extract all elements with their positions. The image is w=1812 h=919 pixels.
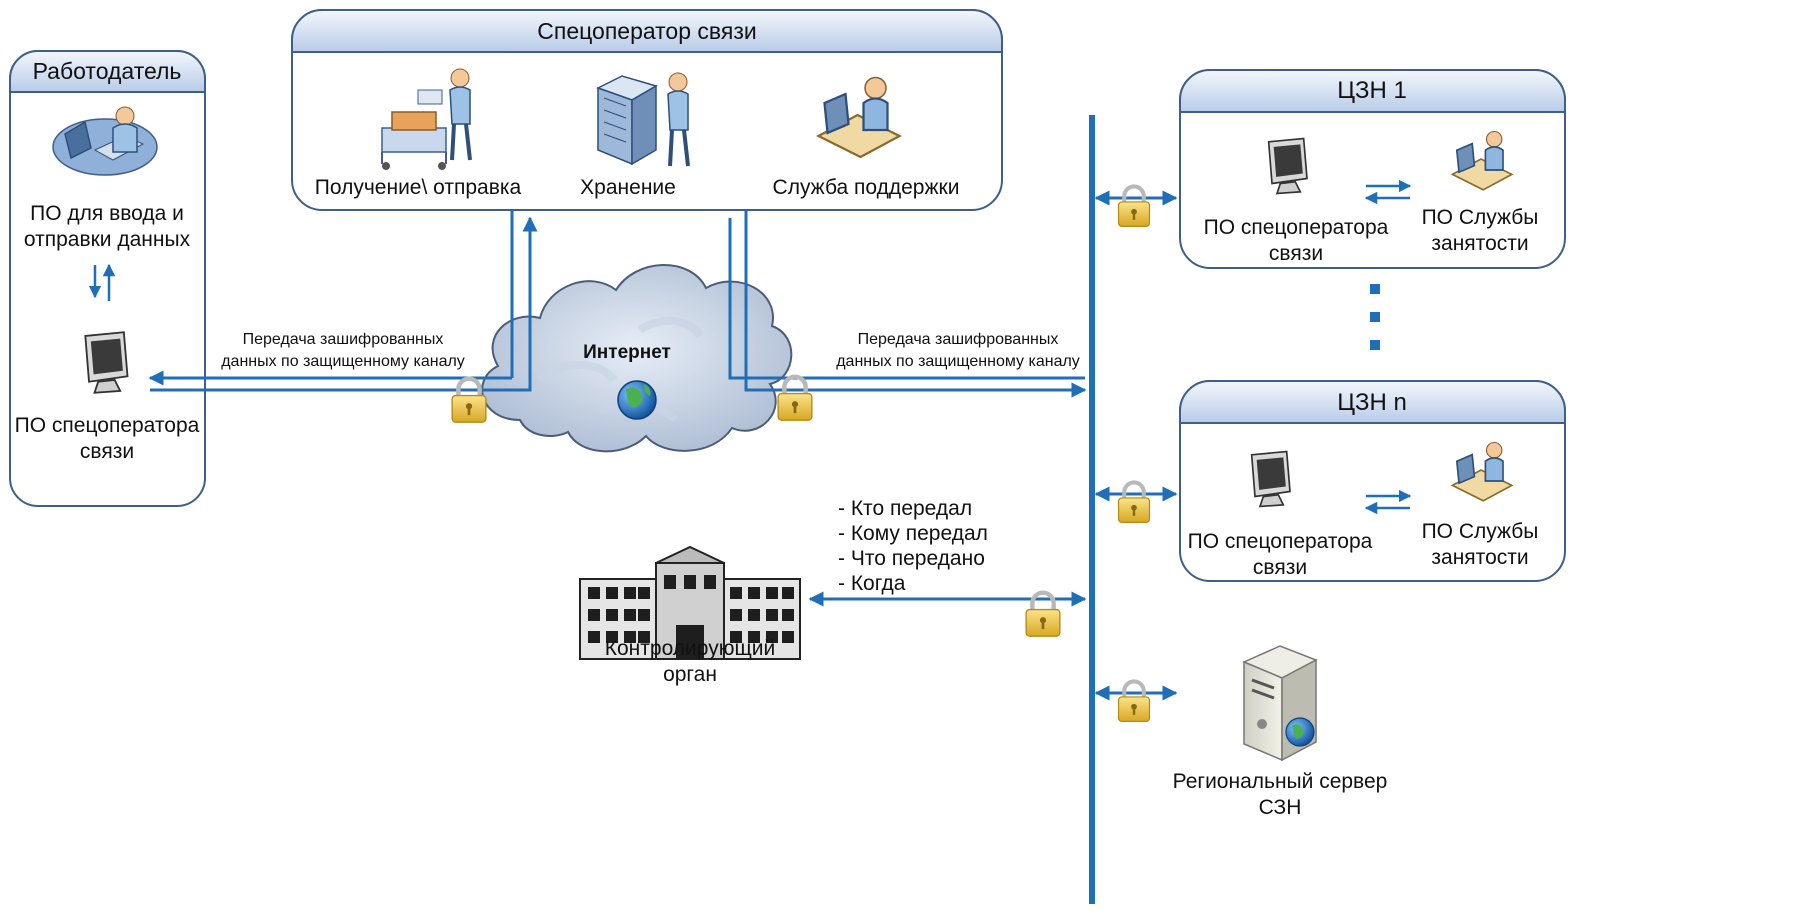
employer-operator-sw-label-2: связи	[80, 440, 134, 463]
storage-label: Хранение	[580, 176, 676, 199]
internet-label: Интернет	[583, 342, 671, 363]
lock-icon-czn-n	[1119, 482, 1150, 522]
czn-n-exchange-arrows	[1364, 489, 1412, 515]
receive-send-label: Получение\ отправка	[315, 176, 522, 199]
czn1-operator-sw-label: ПО спецоператора	[1204, 216, 1389, 239]
receive-send-icon	[381, 68, 472, 170]
right-channel-label-2: данных по защищенному каналу	[836, 353, 1080, 370]
more-centers-ellipsis	[1370, 284, 1380, 350]
operator-title: Спецоператор связи	[537, 18, 756, 44]
czn1-panel: ЦЗН 1	[1179, 69, 1566, 269]
audit-list: - Кто передал - Кому передал - Что перед…	[838, 497, 988, 595]
czn-n-title: ЦЗН n	[1337, 389, 1407, 416]
lock-icon-regional-server	[1119, 681, 1150, 721]
czn1-exchange-arrows	[1364, 179, 1412, 205]
globe-icon	[617, 380, 657, 420]
czn1-title: ЦЗН 1	[1337, 77, 1407, 104]
control-body-label: Контролирующий	[605, 637, 775, 660]
czn-n-operator-sw-label: ПО спецоператора	[1188, 530, 1373, 553]
lock-icon-left-channel	[452, 379, 486, 423]
lock-icon-czn1	[1119, 186, 1150, 226]
czn-n-panel: ЦЗН n	[1179, 380, 1566, 582]
employer-software-label: ПО для ввода и	[30, 202, 184, 225]
czn-n-service-sw-label-2: занятости	[1431, 546, 1528, 569]
right-channel-label: Передача зашифрованных	[858, 331, 1059, 348]
left-channel-lines	[148, 210, 538, 392]
control-body-label-2: орган	[663, 663, 717, 686]
audit-item: - Кому передал	[838, 522, 988, 545]
employer-workstation-icon	[52, 106, 158, 176]
left-channel-label-2: данных по защищенному каналу	[221, 353, 465, 370]
audit-item: - Кто передал	[838, 497, 972, 520]
control-body-building-icon	[579, 545, 801, 660]
audit-item: - Что передано	[838, 547, 985, 570]
left-channel-label: Передача зашифрованных	[243, 331, 444, 348]
regional-server-label-2: СЗН	[1259, 796, 1302, 819]
audit-item: - Когда	[838, 572, 906, 595]
czn1-operator-sw-label-2: связи	[1269, 242, 1323, 265]
czn-n-service-sw-label: ПО Службы	[1422, 520, 1539, 543]
employer-exchange-arrows	[88, 263, 116, 301]
employer-title: Работодатель	[33, 58, 182, 84]
regional-server-icon	[1242, 645, 1318, 762]
czn1-service-sw-label-2: занятости	[1431, 232, 1528, 255]
regional-server-label: Региональный сервер	[1173, 770, 1388, 793]
support-label: Служба поддержки	[773, 176, 960, 199]
storage-server-icon	[596, 72, 690, 167]
employer-panel: Работодатель	[9, 50, 206, 507]
czn-n-operator-sw-label-2: связи	[1253, 556, 1307, 579]
lock-icon-right-channel	[778, 377, 812, 421]
right-channel-lines	[728, 210, 1087, 398]
czn1-service-sw-label: ПО Службы	[1422, 206, 1539, 229]
employer-operator-sw-label: ПО спецоператора	[15, 414, 200, 437]
employer-software-label-2: отправки данных	[24, 228, 191, 251]
